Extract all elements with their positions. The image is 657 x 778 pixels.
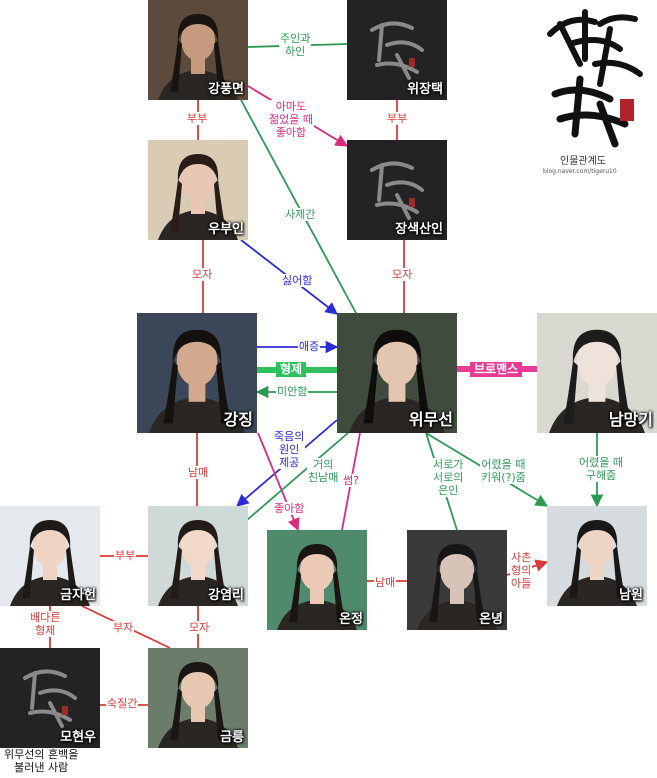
node-label: 우부인 xyxy=(208,222,244,237)
edge-label-maybe-liked: 아마도 젊었을 때 좋아함 xyxy=(268,100,314,139)
mo-xuanyu-note: 위무선의 혼백을 불러낸 사람 xyxy=(4,748,79,774)
edge-label-saved-when-young: 어렸을 때 구해줌 xyxy=(578,456,624,482)
node-wei-changze: 위장택 xyxy=(347,0,447,100)
edge-label-dislike: 싫어함 xyxy=(281,274,314,287)
edge-label-brothers: 형제 xyxy=(276,362,307,377)
poster-image xyxy=(347,0,447,100)
edge-label-uncle-nephew: 숙질간 xyxy=(106,697,139,710)
node-jiang-fengmian: 강풍면 xyxy=(148,0,248,100)
edge-label-half-brothers: 배다른 형제 xyxy=(29,611,62,637)
edge-e5 xyxy=(240,99,357,314)
node-lan-wangji: 남망기 xyxy=(537,313,657,433)
edge-label-mutual-benefactors: 서로가 서로의 은인 xyxy=(432,458,465,497)
node-label: 온정 xyxy=(339,612,363,627)
credit-url: blog.naver.com/tigeru10 xyxy=(543,168,617,175)
node-cangse-sanren: 장색산인 xyxy=(347,140,447,240)
node-label: 강징 xyxy=(223,410,253,429)
edge-label-mother-son-yanli: 모자 xyxy=(188,621,211,634)
edge-label-almost-siblings: 거의 친남매 xyxy=(307,458,340,484)
node-jiang-cheng: 강징 xyxy=(137,313,257,433)
node-label: 금릉 xyxy=(220,730,244,745)
node-label: 온녕 xyxy=(479,612,503,627)
node-jin-zixuan: 금자헌 xyxy=(0,506,100,606)
node-label: 남원 xyxy=(619,588,643,603)
edge-e16 xyxy=(246,432,349,521)
edge-label-siblings-wen: 남매 xyxy=(374,576,397,589)
portrait-image xyxy=(267,530,367,630)
edge-label-married-jin: 부부 xyxy=(114,549,137,562)
node-label: 남망기 xyxy=(608,410,653,429)
node-madam-yu: 우부인 xyxy=(148,140,248,240)
portrait-image xyxy=(148,506,248,606)
node-lan-yuan: 남원 xyxy=(547,506,647,606)
credit-text: 인물관계도 xyxy=(560,156,606,167)
edge-label-sorry: 미안함 xyxy=(276,385,309,398)
poster-image xyxy=(0,648,100,748)
edge-label-raised-when-young: 어렸을 때 키워(?)줌 xyxy=(480,458,527,484)
node-wen-qing: 온정 xyxy=(267,530,367,630)
node-mo-xuanyu: 모현우 xyxy=(0,648,100,748)
portrait-image xyxy=(407,530,507,630)
node-label: 강풍면 xyxy=(208,82,244,97)
node-label: 모현우 xyxy=(60,730,96,745)
portrait-image xyxy=(137,313,257,433)
edge-label-siblings-jiang: 남매 xyxy=(187,466,210,479)
node-label: 금자헌 xyxy=(60,588,96,603)
node-label: 장색산인 xyxy=(395,222,443,237)
portrait-image xyxy=(537,313,657,433)
edge-label-married-wei: 부부 xyxy=(386,112,409,125)
portrait-image xyxy=(547,506,647,606)
node-label: 위장택 xyxy=(407,82,443,97)
edge-label-crush: 썸? xyxy=(342,474,360,487)
edge-label-mother-son-yu: 모자 xyxy=(191,268,214,281)
edge-label-cousin-son: 사촌 형의 아들 xyxy=(510,551,533,590)
edge-label-mother-son-cangse: 모자 xyxy=(391,268,414,281)
edge-label-married-jiang: 부부 xyxy=(186,112,209,125)
poster-image xyxy=(347,140,447,240)
node-jiang-yanli: 강염리 xyxy=(148,506,248,606)
node-label: 위무선 xyxy=(408,410,453,429)
edge-label-likes: 좋아함 xyxy=(273,502,306,515)
drama-logo xyxy=(547,9,643,148)
portrait-image xyxy=(337,313,457,433)
portrait-image xyxy=(148,140,248,240)
node-wei-wuxian: 위무선 xyxy=(337,313,457,433)
edge-label-cause-of-death: 죽음의 원인 제공 xyxy=(273,430,306,469)
edge-label-love-hate: 애증 xyxy=(298,340,321,353)
node-label: 강염리 xyxy=(208,588,244,603)
portrait-image xyxy=(148,648,248,748)
edge-label-master-servant: 주인과 하인 xyxy=(279,32,312,58)
edge-label-father-son: 부자 xyxy=(112,621,135,634)
node-wen-ning: 온녕 xyxy=(407,530,507,630)
portrait-image xyxy=(148,0,248,100)
edge-label-master-disciple: 사제간 xyxy=(284,208,317,221)
edge-label-bromance: 브로맨스 xyxy=(470,362,523,377)
portrait-image xyxy=(0,506,100,606)
node-jin-ling: 금릉 xyxy=(148,648,248,748)
